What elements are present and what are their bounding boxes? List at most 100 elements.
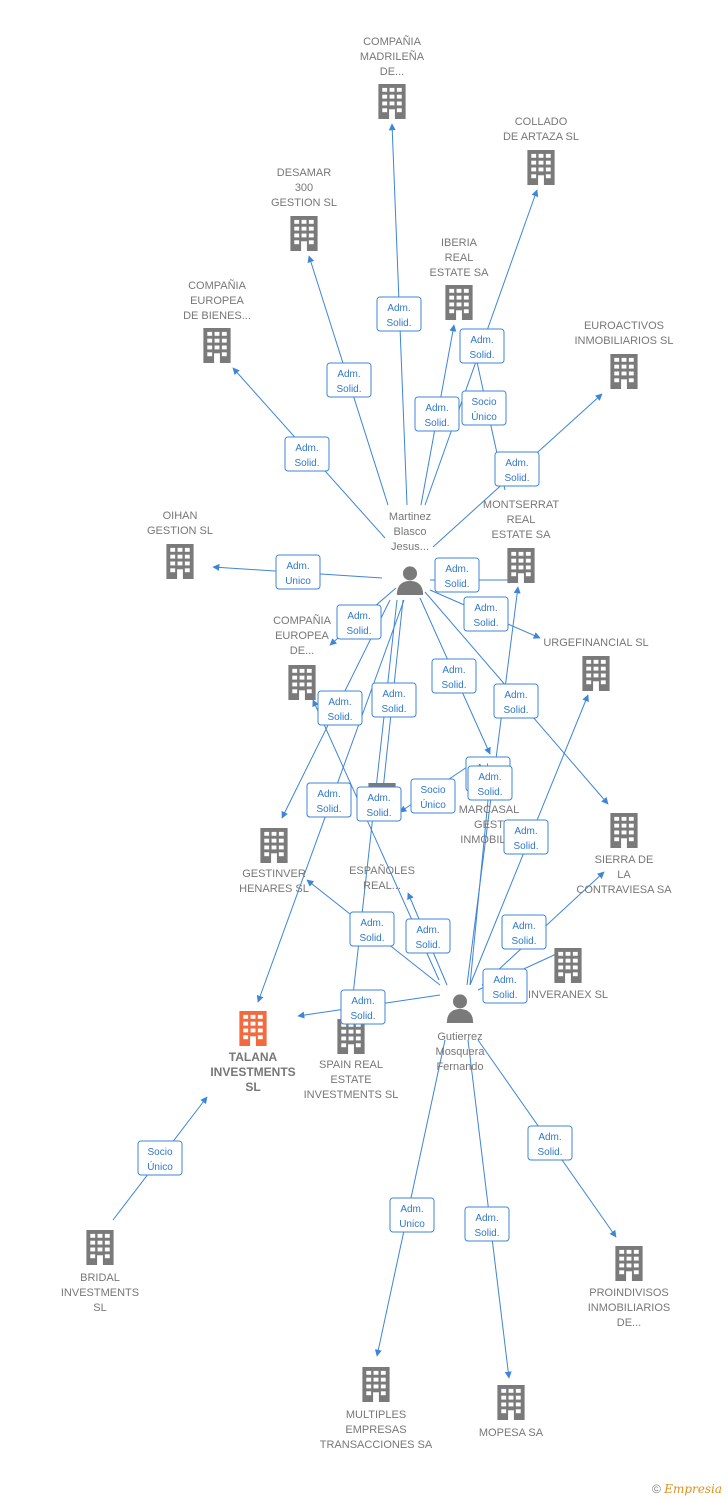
node-solares[interactable]: ESPAÑOLESREAL... xyxy=(349,783,415,892)
role-badge-box xyxy=(482,968,528,1004)
node-europea2[interactable]: COMPAÑIAEUROPEADE... xyxy=(273,614,332,700)
role-badge-text: Solid. xyxy=(424,418,449,429)
role-badge[interactable]: Adm.Solid. xyxy=(527,1125,573,1161)
role-badge-text: Adm. xyxy=(382,689,405,700)
node-label: ESTATE SA xyxy=(492,529,552,541)
role-badge[interactable]: Adm.Solid. xyxy=(459,328,505,364)
role-badge[interactable]: Adm. Unico xyxy=(389,1197,435,1233)
node-label: HENARES SL xyxy=(239,883,309,895)
role-badge-text: Adm. xyxy=(475,1213,498,1224)
role-badge[interactable]: Adm.Solid. xyxy=(340,989,386,1025)
role-badge-text: Adm. xyxy=(351,996,374,1007)
role-badge[interactable]: Adm. Solid. xyxy=(284,436,330,472)
node-mopesa[interactable]: MOPESA SA xyxy=(479,1385,544,1439)
node-marcasal[interactable]: MARCASALGESTINMOBILI... xyxy=(459,761,520,846)
role-badge-text: Solid. xyxy=(504,473,529,484)
role-badge-box xyxy=(317,690,363,726)
role-badge-text: Socio xyxy=(471,397,496,408)
role-badge-box xyxy=(503,819,549,855)
node-proindivisos[interactable]: PROINDIVISOSINMOBILIARIOSDE... xyxy=(588,1246,671,1329)
node-label: REAL... xyxy=(363,880,401,892)
role-badge-text: Adm. xyxy=(317,789,340,800)
node-label: BRIDAL xyxy=(80,1272,120,1284)
role-badge-text: Unico xyxy=(399,1219,425,1230)
role-badge-text: Adm. xyxy=(295,443,318,454)
node-label: COMPAÑIA xyxy=(363,35,422,48)
role-badge-box xyxy=(461,390,507,426)
role-badge[interactable]: Adm.Solid. xyxy=(376,296,422,332)
node-label: SL xyxy=(93,1302,106,1314)
role-badge[interactable]: Adm.Solid. xyxy=(356,786,402,822)
role-badge-text: Adm. xyxy=(360,918,383,929)
role-badge-text: Solid. xyxy=(366,808,391,819)
node-label: URGEFINANCIAL SL xyxy=(543,637,648,649)
role-badge-text: Adm. xyxy=(416,925,439,936)
role-badge[interactable]: Adm.Solid. xyxy=(493,683,539,719)
role-badge-text: Único xyxy=(420,798,446,811)
role-badge[interactable]: Adm.Solid. xyxy=(494,451,540,487)
role-badge-text: Adm. xyxy=(400,1204,423,1215)
building-icon xyxy=(610,354,638,389)
role-badge-text: Solid. xyxy=(503,705,528,716)
node-label: MULTIPLES xyxy=(346,1409,406,1421)
node-label: COMPAÑIA xyxy=(188,279,247,292)
role-badge[interactable]: Adm.Solid. xyxy=(434,557,480,593)
role-badge-text: Adm. xyxy=(445,564,468,575)
node-label: TALANA xyxy=(229,1050,278,1064)
role-badge-box xyxy=(340,989,386,1025)
footer-brand: © Empresia xyxy=(652,1482,722,1496)
role-badge[interactable]: Adm.Solid. xyxy=(467,765,513,801)
node-urgefinancial[interactable]: URGEFINANCIAL SL xyxy=(543,637,649,691)
role-badge-box xyxy=(501,914,547,950)
role-badge[interactable]: Adm.Solid. xyxy=(326,362,372,398)
role-badge[interactable]: Adm.Solid. xyxy=(431,658,477,694)
role-badge[interactable]: Adm.Solid. xyxy=(503,819,549,855)
role-badge[interactable]: Adm.Solid. xyxy=(371,682,417,718)
role-badge[interactable]: Adm.Solid. xyxy=(405,918,451,954)
building-icon xyxy=(378,84,406,119)
role-badge-box xyxy=(410,778,456,814)
node-label: SPAIN REAL xyxy=(319,1059,383,1071)
role-badge-text: Solid. xyxy=(294,458,319,469)
role-badge[interactable]: Adm.Unico xyxy=(275,554,321,590)
node-label: EMPRESAS xyxy=(345,1424,406,1436)
role-badge-box xyxy=(493,683,539,719)
node-label: MOPESA SA xyxy=(479,1427,544,1439)
node-madrilena[interactable]: COMPAÑIAMADRILEÑADE... xyxy=(360,35,425,119)
role-badge[interactable]: Adm.Solid. xyxy=(482,968,528,1004)
role-badge-text: Socio xyxy=(420,785,445,796)
role-badge[interactable]: Adm.Solid. xyxy=(349,911,395,947)
node-martinez[interactable]: MartinezBlascoJesus... xyxy=(389,511,431,595)
role-badge-text: Único xyxy=(147,1160,173,1173)
role-badge-box xyxy=(464,1206,510,1242)
role-badge[interactable]: Adm.Solid. xyxy=(501,914,547,950)
role-badge[interactable]: Adm.Solid. xyxy=(336,604,382,640)
role-badge-text: Socio xyxy=(147,1147,172,1158)
role-badge[interactable]: Adm.Solid. xyxy=(463,596,509,632)
role-badge[interactable]: Adm.Solid. xyxy=(317,690,363,726)
building-icon xyxy=(203,328,231,363)
node-inveranex[interactable]: INVERANEX SL xyxy=(528,948,608,1001)
role-badge[interactable]: Adm.Solid. xyxy=(306,782,352,818)
role-badge-box xyxy=(405,918,451,954)
role-badge[interactable]: Adm.Solid. xyxy=(414,396,460,432)
role-badge[interactable]: Adm.Solid. xyxy=(464,1206,510,1242)
